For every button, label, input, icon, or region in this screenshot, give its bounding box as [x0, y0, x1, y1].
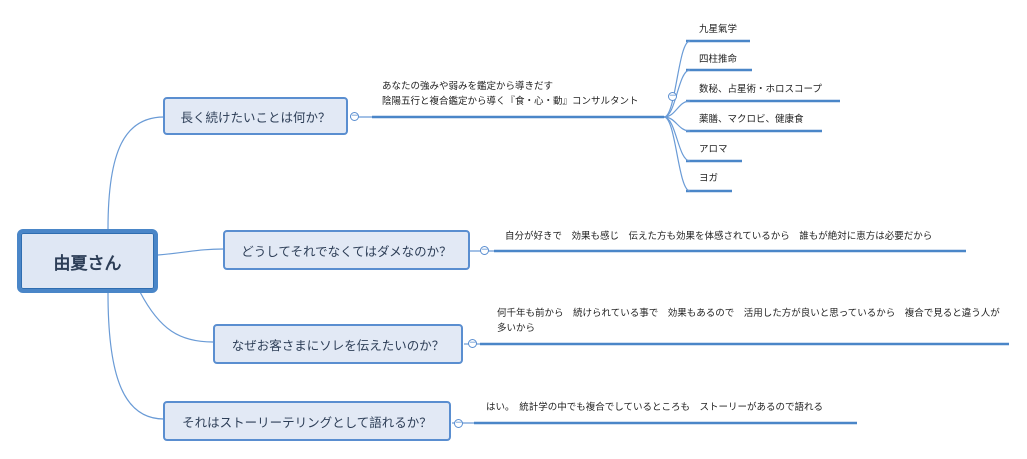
leaf-node-1[interactable]: 九星氣学 — [699, 24, 738, 35]
collapse-icon[interactable]: − — [668, 91, 677, 101]
link-root-topic3 — [139, 291, 214, 343]
answer-text-2[interactable]: 自分が好きで 効果も感じ 伝えた方も効果を体感されているから 誰もが絶対に恵方は… — [505, 231, 933, 242]
topic-label: それはストーリーテリングとして語れるか？ — [182, 414, 432, 430]
collapse-icon[interactable]: − — [350, 111, 359, 121]
link-root-topic1 — [107, 116, 165, 230]
leaf-node-6[interactable]: ヨガ — [699, 173, 719, 184]
link-root-topic4 — [107, 292, 165, 420]
topic-node-4[interactable]: それはストーリーテリングとして語れるか？ — [163, 401, 451, 441]
answer-text-3[interactable]: 何千年も前から 続けられている事で 効果もあるので 活用した方が良いと思っている… — [497, 308, 1000, 334]
root-node[interactable]: 由夏さん — [17, 229, 158, 293]
topic-label: どうしてそれでなくてはダメなのか？ — [241, 243, 452, 259]
collapse-icon[interactable]: − — [468, 338, 477, 348]
answer-text-4[interactable]: はい。 統計学の中でも複合でしているところも ストーリーがあるので語れる — [486, 402, 823, 413]
topic-node-3[interactable]: なぜお客さまにソレを伝えたいのか？ — [213, 324, 463, 364]
topic-node-2[interactable]: どうしてそれでなくてはダメなのか？ — [223, 230, 470, 270]
topic-label: 長く続けたいことは何か？ — [180, 109, 331, 125]
answer-line: 陰陽五行と複合鑑定から導く『食・心・動』コンサルタント — [382, 96, 639, 107]
topic-label: なぜお客さまにソレを伝えたいのか？ — [231, 337, 445, 353]
collapse-icon[interactable]: − — [480, 245, 489, 255]
link-root-topic2 — [157, 248, 224, 256]
leaf-node-5[interactable]: アロマ — [699, 144, 728, 155]
collapse-icon[interactable]: − — [454, 418, 463, 428]
leaf-node-4[interactable]: 薬膳、マクロビ、健康食 — [699, 114, 804, 125]
leaf-node-3[interactable]: 数秘、占星術・ホロスコープ — [699, 84, 822, 95]
topic-node-1[interactable]: 長く続けたいことは何か？ — [163, 97, 348, 135]
answer-line: あなたの強みや弱みを鑑定から導きだす — [382, 81, 554, 92]
answer-text-1[interactable]: あなたの強みや弱みを鑑定から導きだす 陰陽五行と複合鑑定から導く『食・心・動』コ… — [382, 79, 639, 109]
root-label: 由夏さん — [53, 253, 122, 274]
leaf-node-2[interactable]: 四柱推命 — [699, 54, 738, 65]
